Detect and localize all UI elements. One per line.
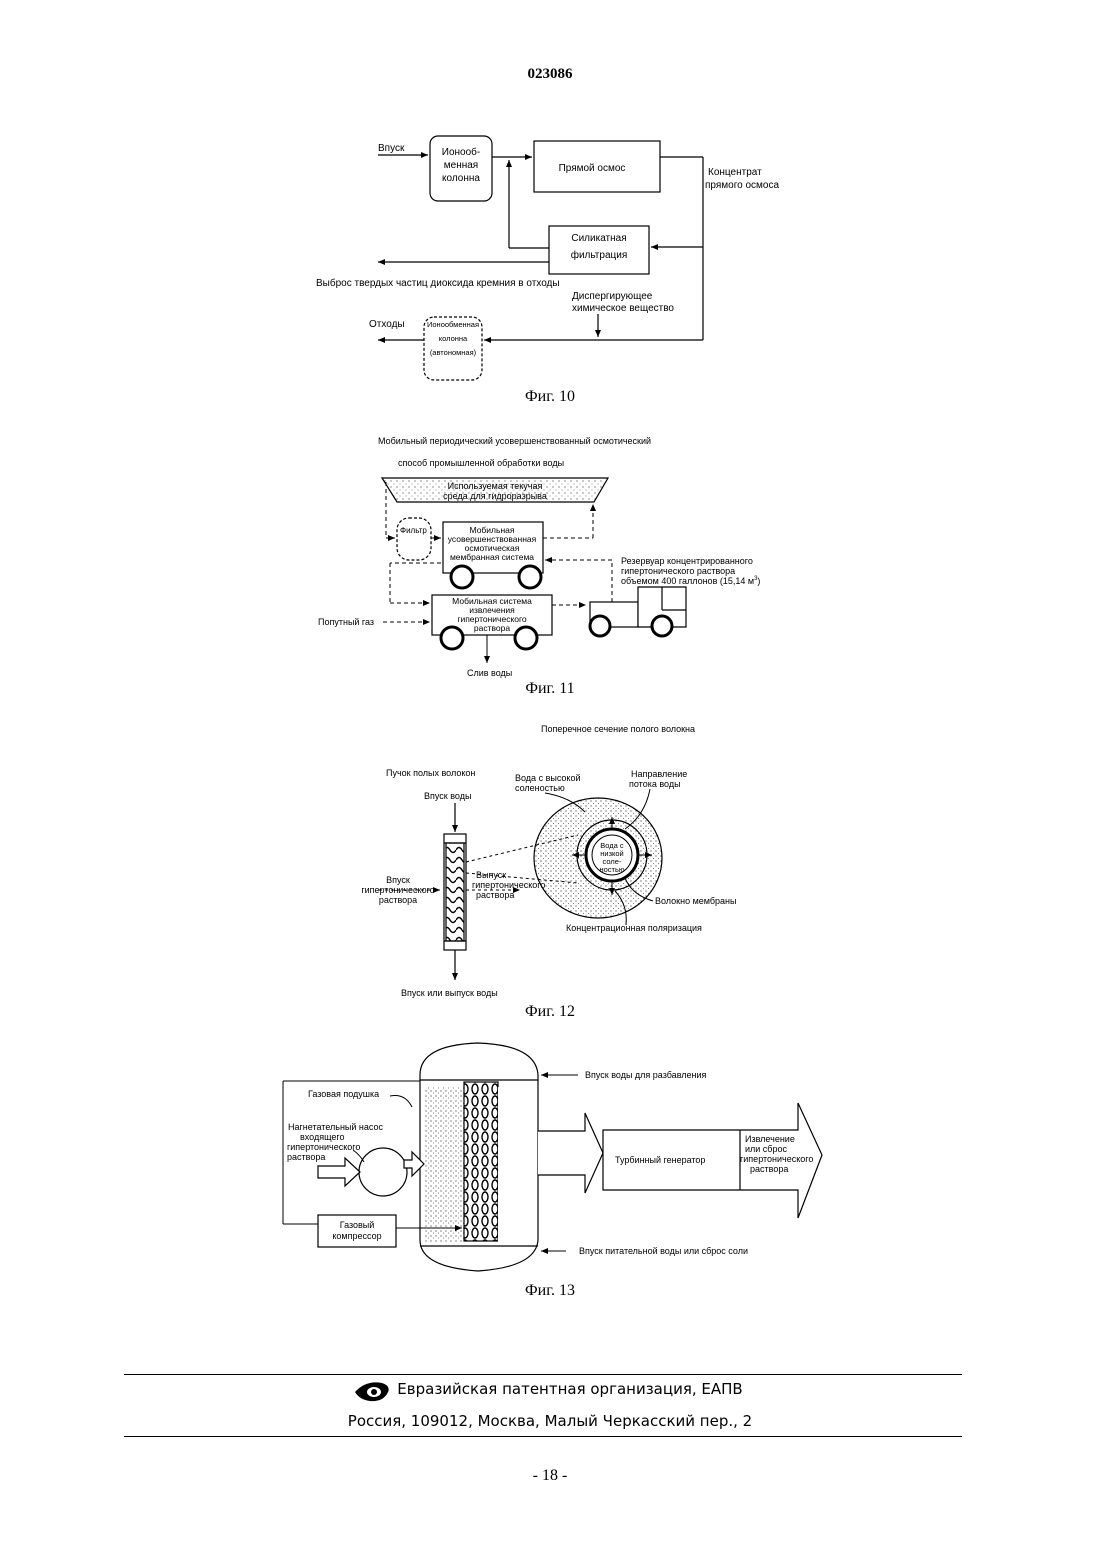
fig11-frac-line2: среда для гидроразрыва: [443, 491, 547, 501]
footer-rule-bottom: [124, 1436, 962, 1437]
footer-rule-top: [124, 1374, 962, 1375]
fig12-flow-line2: потока воды: [629, 779, 681, 789]
fig12-flow-line1: Направление: [631, 769, 687, 779]
fig12-hyper-out-line2: гипертонического: [472, 880, 545, 890]
fig12-bundle-label: Пучок полых волокон: [386, 768, 475, 778]
fig10-ion-column-line3: колонна: [442, 173, 480, 184]
fig12-water-in-out: Впуск или выпуск воды: [401, 988, 498, 998]
figure-12-caption: Фиг. 12: [0, 1003, 1100, 1021]
footer-address: Россия, 109012, Москва, Малый Черкасский…: [0, 1412, 1100, 1430]
fig13-pump-line1: Нагнетательный насос: [288, 1122, 384, 1132]
fig11-associated-gas: Попутный газ: [318, 617, 374, 627]
fig11-extraction-line4: раствора: [474, 623, 510, 633]
fig10-inlet-label: Впуск: [378, 143, 405, 154]
fig11-reservoir-line3: объемом 400 галлонов (15,14 м3): [621, 576, 760, 586]
fig12-low-sal-line4: ностью: [599, 865, 624, 874]
fig13-compressor-line1: Газовый: [340, 1220, 375, 1230]
fig11-wheel: [590, 616, 610, 636]
figure-10-caption: Фиг. 10: [0, 388, 1100, 406]
fig13-compressor-line2: компрессор: [332, 1231, 381, 1241]
figure-12-diagram: Поперечное сечение полого волокна Пучок …: [0, 715, 1100, 1005]
fig12-hyper-in-line1: Впуск: [386, 875, 410, 885]
fig12-high-sal-line2: соленостью: [515, 783, 565, 793]
fig10-dispersant-line2: химическое вещество: [572, 303, 674, 314]
fig10-ion-column-line2: менная: [444, 160, 478, 171]
fig11-wheel: [441, 627, 463, 649]
fig13-gas-cushion: Газовая подушка: [308, 1089, 379, 1099]
fig10-ion-column-line1: Ионооб-: [442, 146, 480, 158]
fig10-silicate-line1: Силикатная: [571, 233, 626, 244]
fig11-water-drain: Слив воды: [467, 668, 512, 678]
figure-10-diagram: Впуск Ионооб- менная колонна Прямой осмо…: [0, 0, 1100, 400]
figure-11-caption: Фиг. 11: [0, 680, 1100, 698]
fig12-cross-section-label: Поперечное сечение полого волокна: [541, 724, 695, 734]
fig10-waste-label: Отходы: [369, 319, 405, 330]
fig13-pump-line3: гипертонического: [287, 1142, 360, 1152]
fig10-concentrate-line2: прямого осмоса: [705, 180, 779, 191]
figure-13-diagram: Впуск воды для разбавления Газовая подуш…: [0, 1035, 1100, 1280]
fig12-high-sal-line1: Вода с высокой: [515, 773, 581, 783]
fig13-pump-line2: входящего: [300, 1132, 345, 1142]
fig12-membrane-fiber: Волокно мембраны: [655, 896, 736, 906]
footer-organization: Евразийская патентная организация, ЕАПВ: [0, 1380, 1100, 1398]
fig10-ion-auto-line1: Ионообменная: [427, 320, 479, 329]
page-number: - 18 -: [0, 1467, 1100, 1485]
fig10-ion-auto-line3: (автономная): [430, 348, 477, 357]
fig11-wheel: [451, 566, 473, 588]
fig10-ion-auto-line2: колонна: [439, 334, 468, 343]
fig11-filter-label: Фильтр: [400, 526, 427, 535]
fig13-flow-arrow: [538, 1113, 603, 1193]
fig11-frac-line1: Используемая текучая: [448, 481, 543, 491]
fig12-hyper-out-line3: раствора: [476, 890, 514, 900]
fig13-extraction-line3: гипертонического: [740, 1154, 813, 1164]
fig10-concentrate-line1: Концентрат: [708, 167, 762, 178]
fig13-turbine: Турбинный генератор: [615, 1155, 705, 1165]
fig13-pump-line4: раствора: [287, 1152, 325, 1162]
fig13-extraction-line4: раствора: [750, 1164, 788, 1174]
fig11-membrane-line4: мембранная система: [450, 552, 534, 562]
fig13-extraction-line2: или сброс: [745, 1144, 787, 1154]
fig11-filter-box: [397, 518, 431, 560]
fig11-reservoir-line2: гипертонического раствора: [621, 566, 735, 576]
fig10-silica-waste-label: Выброс твердых частиц диоксида кремния в…: [316, 277, 560, 289]
fig13-pump: [359, 1148, 407, 1196]
fig11-wheel: [652, 616, 672, 636]
fig12-hyper-in-line3: раствора: [379, 895, 417, 905]
fig11-wheel: [519, 566, 541, 588]
fig13-feed-inlet: Впуск питательной воды или сброс соли: [579, 1246, 748, 1256]
fig11-title-line2: способ промышленной обработки воды: [398, 458, 564, 468]
fig10-silicate-line2: фильтрация: [571, 249, 628, 261]
fig12-water-inlet: Впуск воды: [424, 791, 471, 801]
figure-11-diagram: Мобильный периодический усовершенствован…: [0, 420, 1100, 685]
fig12-conc-polarization: Концентрационная поляризация: [566, 923, 702, 933]
fig11-title-line1: Мобильный периодический усовершенствован…: [378, 436, 651, 446]
figure-13-caption: Фиг. 13: [0, 1282, 1100, 1300]
fig13-dilution-inlet: Впуск воды для разбавления: [585, 1070, 707, 1080]
fig10-dispersant-line1: Диспергирующее: [572, 291, 653, 302]
fig11-wheel: [515, 627, 537, 649]
fig13-extraction-line1: Извлечение: [745, 1134, 795, 1144]
fig11-reservoir-line1: Резервуар концентрированного: [621, 556, 753, 566]
fig13-membrane-bundle: [464, 1082, 498, 1241]
fig10-forward-osmosis-label: Прямой осмос: [559, 163, 626, 174]
